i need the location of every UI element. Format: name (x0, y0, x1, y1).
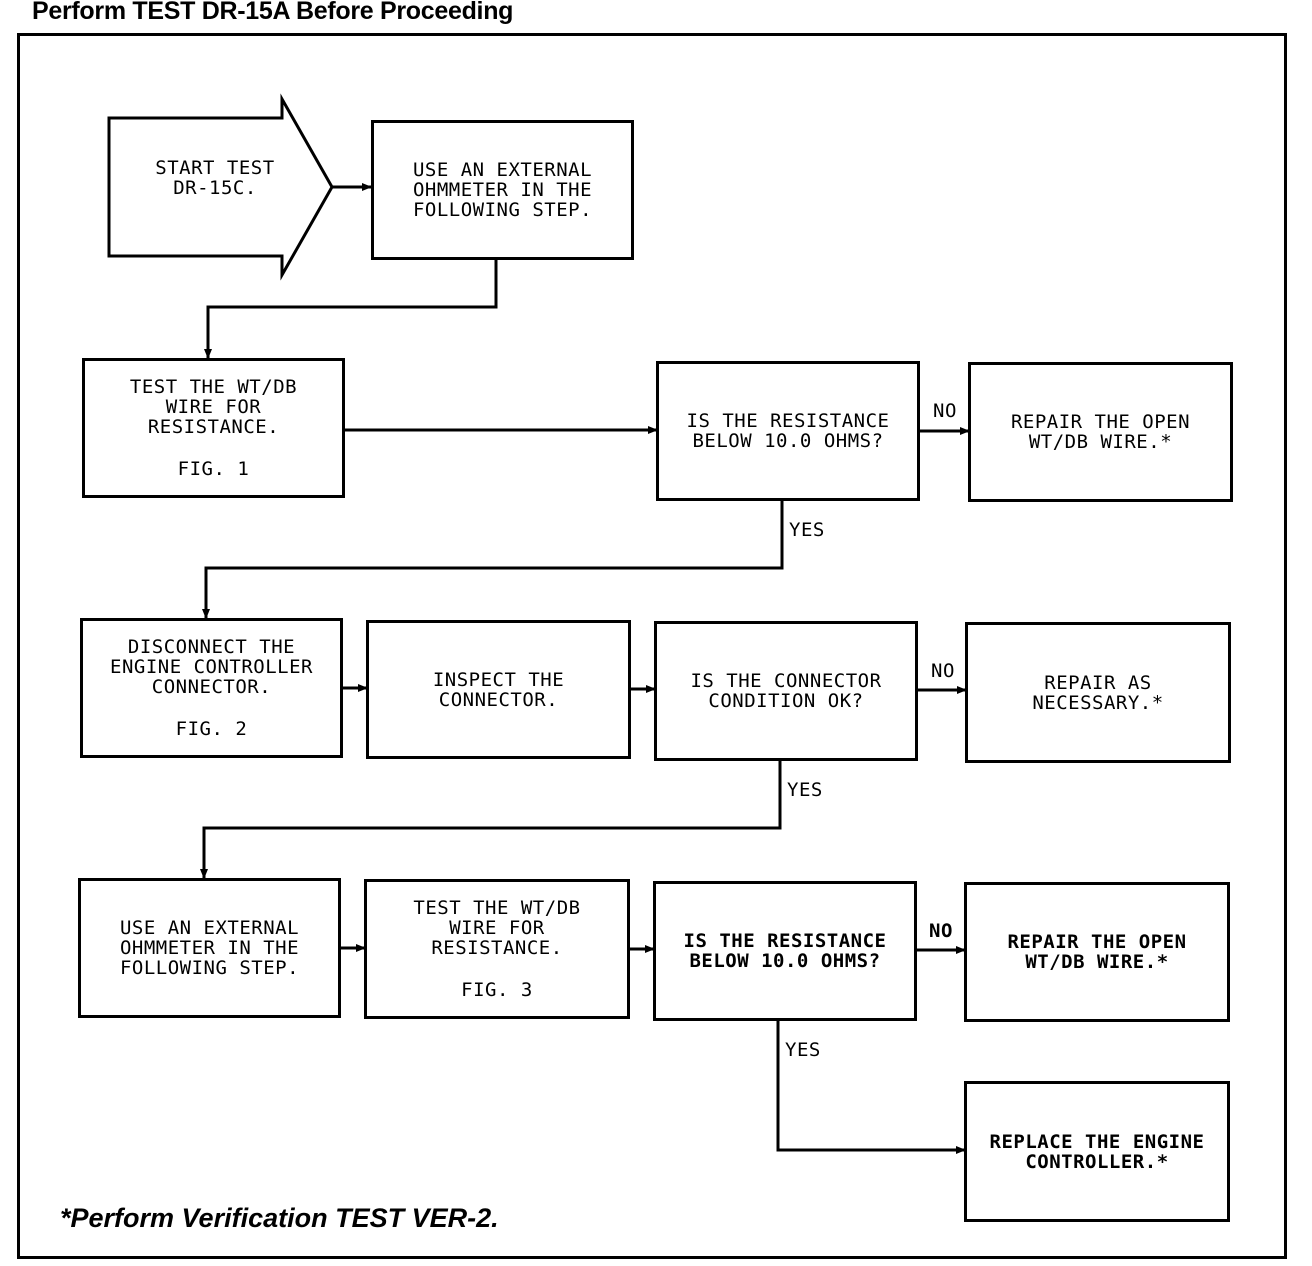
step-text: INSPECT THE CONNECTOR. (432, 668, 565, 711)
arrow-d3-r4 (776, 1019, 966, 1154)
arrow-s1-s2 (204, 258, 498, 359)
diagram-frame (17, 33, 1287, 1259)
no-label-3: NO (929, 920, 953, 942)
arrow-d2-s5 (200, 759, 782, 879)
result-repair-open-wire-1: REPAIR THE OPEN WT/DB WIRE.* (968, 362, 1233, 502)
decision-connector-ok: IS THE CONNECTOR CONDITION OK? (654, 621, 918, 761)
result-repair-open-wire-2: REPAIR THE OPEN WT/DB WIRE.* (964, 882, 1230, 1022)
step-external-ohmmeter-1: USE AN EXTERNAL OHMMETER IN THE FOLLOWIN… (371, 120, 634, 260)
decision-resistance-1: IS THE RESISTANCE BELOW 10.0 OHMS? (656, 361, 920, 501)
figure-ref: FIG. 2 (175, 718, 248, 740)
start-arrow-shape (107, 93, 334, 281)
figure-ref: FIG. 1 (177, 458, 250, 480)
step-text: IS THE RESISTANCE BELOW 10.0 OHMS? (686, 410, 890, 452)
step-external-ohmmeter-2: USE AN EXTERNAL OHMMETER IN THE FOLLOWIN… (78, 878, 341, 1018)
step-text: USE AN EXTERNAL OHMMETER IN THE FOLLOWIN… (412, 159, 593, 221)
step-text: REPAIR THE OPEN WT/DB WIRE.* (1010, 411, 1191, 453)
step-text: USE AN EXTERNAL OHMMETER IN THE FOLLOWIN… (119, 917, 300, 979)
arrow-d1-s3 (202, 499, 784, 619)
step-text: TEST THE WT/DB WIRE FOR RESISTANCE. (129, 376, 298, 438)
start-test-label: START TEST DR-15C. (155, 157, 275, 199)
figure-ref: FIG. 3 (461, 979, 533, 1001)
step-text: DISCONNECT THE ENGINE CONTROLLER CONNECT… (110, 636, 313, 698)
result-replace-engine-controller: REPLACE THE ENGINE CONTROLLER.* (964, 1081, 1230, 1222)
step-text: IS THE RESISTANCE BELOW 10.0 OHMS? (683, 930, 887, 972)
no-label-2: NO (931, 660, 955, 682)
step-text: REPAIR THE OPEN WT/DB WIRE.* (1007, 931, 1187, 973)
step-text: IS THE CONNECTOR CONDITION OK? (690, 670, 882, 712)
result-repair-as-necessary: REPAIR AS NECESSARY.* (965, 622, 1231, 763)
yes-label-3: YES (785, 1039, 821, 1061)
step-disconnect-connector-fig2: DISCONNECT THE ENGINE CONTROLLER CONNECT… (80, 618, 343, 758)
step-test-wire-fig1: TEST THE WT/DB WIRE FOR RESISTANCE. FIG.… (82, 358, 345, 498)
page-title: Perform TEST DR-15A Before Proceeding (32, 0, 514, 25)
step-text: REPAIR AS NECESSARY.* (1032, 671, 1164, 714)
yes-label-2: YES (787, 779, 823, 801)
step-text: REPLACE THE ENGINE CONTROLLER.* (989, 1130, 1205, 1173)
yes-label-1: YES (789, 519, 825, 541)
footnote: *Perform Verification TEST VER-2. (60, 1203, 499, 1233)
step-inspect-connector: INSPECT THE CONNECTOR. (366, 620, 631, 759)
decision-resistance-2: IS THE RESISTANCE BELOW 10.0 OHMS? (653, 881, 917, 1021)
step-text: TEST THE WT/DB WIRE FOR RESISTANCE. (413, 897, 581, 959)
no-label-1: NO (933, 400, 957, 422)
step-test-wire-fig3: TEST THE WT/DB WIRE FOR RESISTANCE. FIG.… (364, 879, 630, 1019)
